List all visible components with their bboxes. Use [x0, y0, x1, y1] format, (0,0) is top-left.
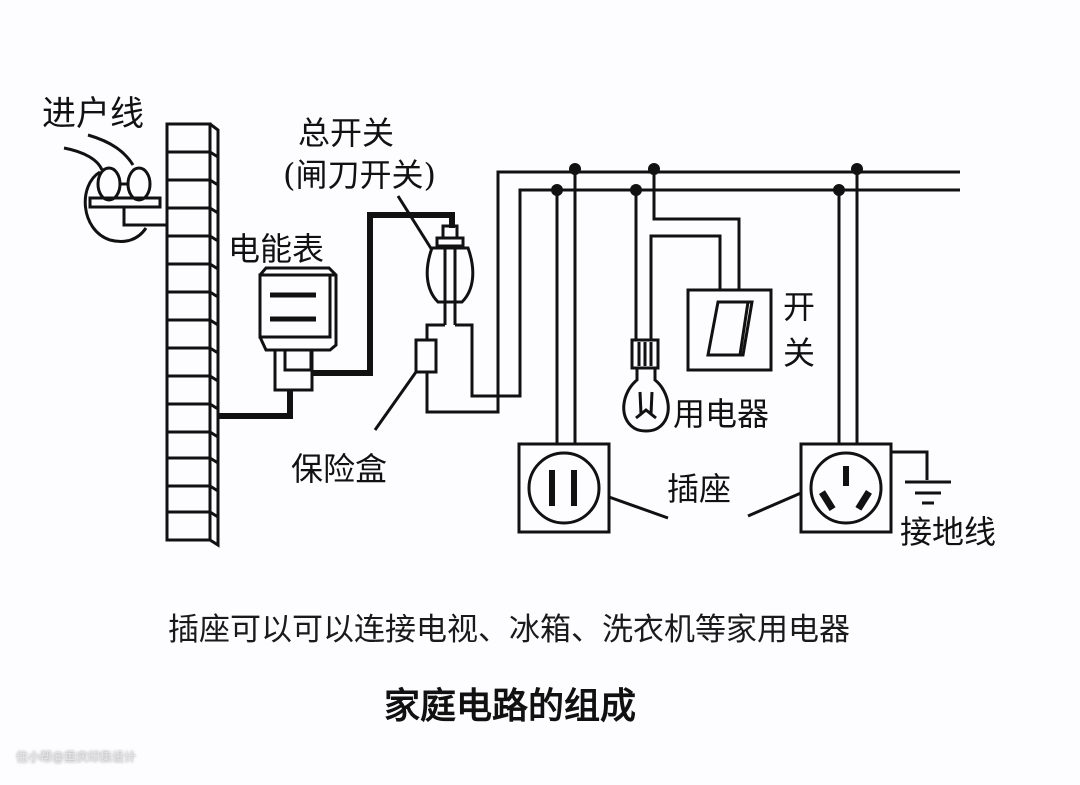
watermark: 住小帮@重庆印集设计: [16, 750, 137, 764]
wall-switch: [686, 288, 773, 372]
label-main-switch-sub: (闸刀开关): [283, 156, 436, 194]
lamp: [622, 338, 670, 433]
label-main-switch: 总开关: [298, 114, 394, 152]
knife-switch: [396, 195, 475, 325]
two-pin-socket: [517, 442, 669, 534]
label-socket: 插座: [667, 470, 731, 508]
figure-title: 家庭电路的组成: [384, 685, 636, 727]
label-switch-1: 开: [783, 288, 815, 326]
caption: 插座可以可以连接电视、冰箱、洗衣机等家用电器: [168, 612, 850, 648]
label-ground-wire: 接地线: [900, 513, 996, 551]
service-line-entry: [63, 133, 167, 243]
wall: [165, 122, 220, 548]
energy-meter: [258, 266, 338, 392]
label-appliance: 用电器: [673, 395, 769, 433]
label-switch-2: 关: [783, 334, 815, 372]
wire-meter-to-switch: [311, 212, 455, 376]
label-energy-meter: 电能表: [228, 230, 324, 268]
ground-wire: [891, 450, 951, 505]
three-pin-socket: [747, 442, 893, 534]
label-service-line: 进户线: [42, 94, 144, 134]
label-fuse-box: 保险盒: [291, 450, 387, 488]
wire-wall-to-meter: [218, 390, 293, 419]
